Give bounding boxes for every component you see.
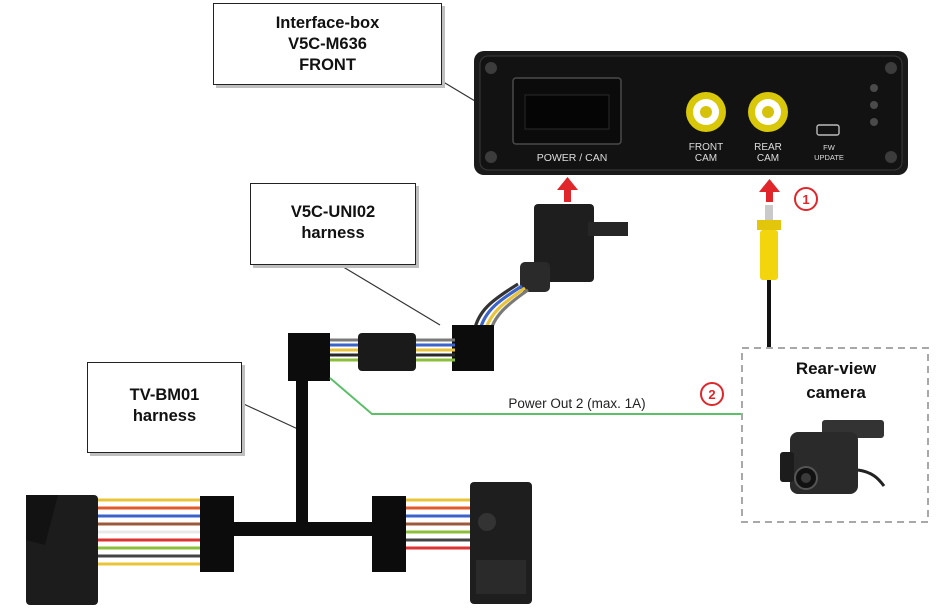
rear-cam-label: CAM	[757, 153, 779, 164]
arrow-up-icon	[759, 179, 780, 202]
camera-icon	[780, 420, 886, 494]
interface-box-callout: Interface-box V5C-M636 FRONT	[213, 3, 442, 85]
harness-wires	[330, 333, 455, 371]
screw-icon	[885, 151, 897, 163]
callout-line: harness	[301, 224, 365, 242]
left-vehicle-connector	[26, 495, 200, 605]
camera-title-line1: Rear-view	[796, 359, 877, 378]
callout-line: FRONT	[299, 56, 356, 74]
power-out-label: Power Out 2 (max. 1A)	[508, 396, 645, 411]
svg-text:1: 1	[802, 192, 809, 207]
power-can-label: POWER / CAN	[537, 152, 608, 164]
callout-line: V5C-UNI02	[290, 203, 376, 221]
leader-uni02	[339, 264, 441, 326]
led-icon	[870, 84, 878, 92]
leader-bm01	[234, 399, 301, 431]
step-1-badge: 1	[794, 187, 818, 211]
led-icon	[870, 118, 878, 126]
callout-line: TV-BM01	[129, 386, 200, 404]
svg-text:2: 2	[708, 387, 715, 402]
front-cam-label: CAM	[695, 153, 717, 164]
rear-cam-label: REAR	[754, 142, 782, 153]
camera-title-line2: camera	[806, 383, 866, 402]
rca-cable	[757, 205, 781, 348]
fw-update-label: FW	[823, 143, 836, 152]
power-out-wire	[329, 377, 742, 415]
callout-line: Interface-box	[275, 14, 380, 32]
fw-update-label: UPDATE	[814, 153, 844, 162]
usb-port-icon	[816, 124, 840, 136]
screw-icon	[885, 62, 897, 74]
bm01-harness	[200, 380, 406, 572]
right-vehicle-connector	[406, 482, 532, 604]
callout-line: harness	[132, 407, 197, 425]
interface-box-device: POWER / CAN FRONT CAM REAR CAM FW UPDATE	[474, 51, 908, 175]
bm01-callout: TV-BM01 harness	[87, 362, 242, 453]
uni02-connector	[473, 204, 628, 335]
screw-icon	[485, 62, 497, 74]
led-icon	[870, 101, 878, 109]
arrow-up-icon	[557, 177, 578, 202]
bm01-junction-block	[288, 333, 330, 381]
uni02-block	[452, 325, 494, 371]
front-cam-label: FRONT	[689, 142, 723, 153]
step-2-badge: 2	[700, 382, 724, 406]
callout-line: V5C-M636	[288, 35, 367, 53]
uni02-callout: V5C-UNI02 harness	[250, 183, 416, 265]
screw-icon	[485, 151, 497, 163]
